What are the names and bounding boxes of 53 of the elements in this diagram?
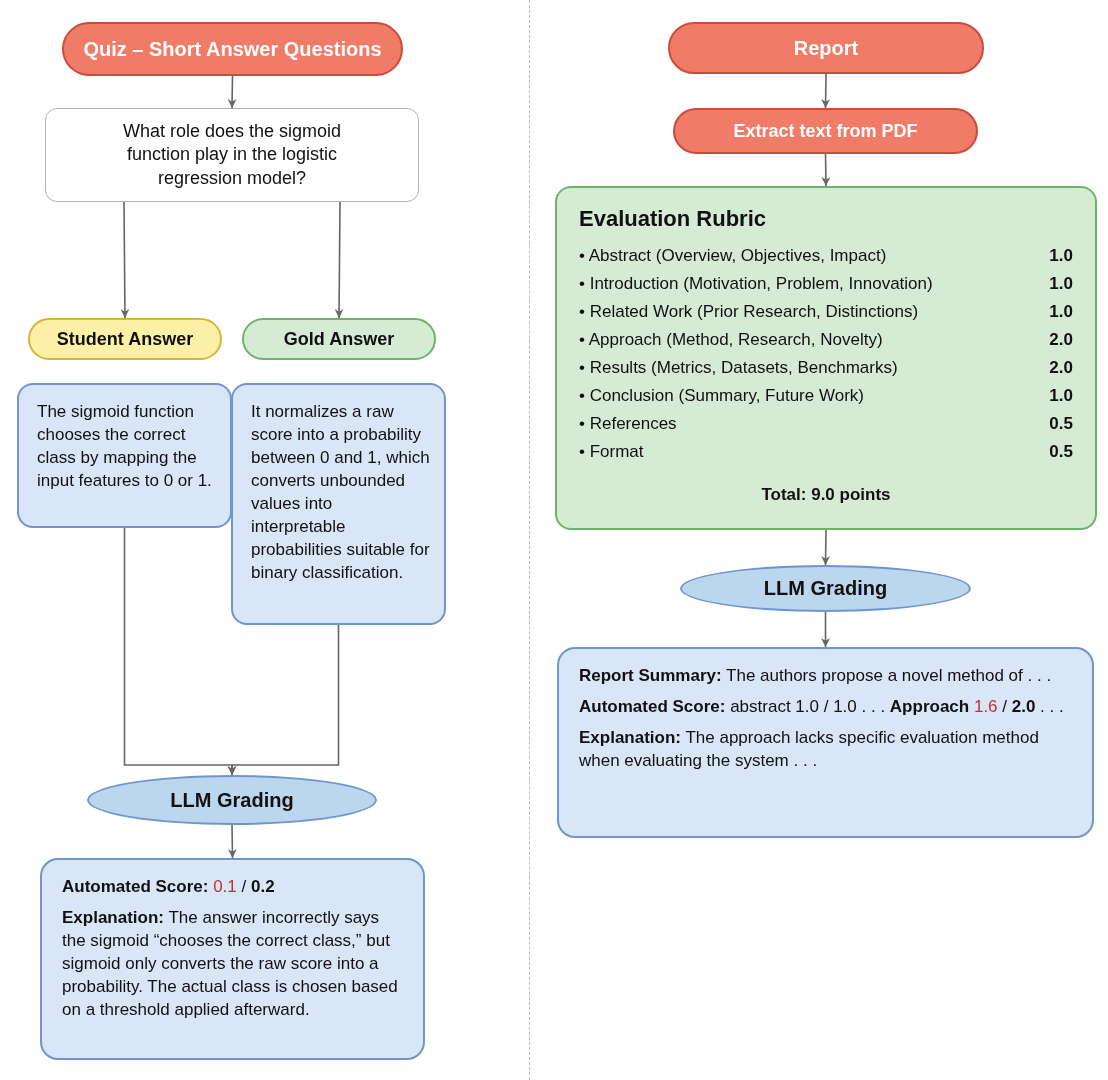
- node-label: What role does the sigmoid function play in the logistic regression model?: [121, 119, 343, 190]
- arrow: [227, 824, 237, 859]
- label-pill: [242, 318, 436, 360]
- result-box: [557, 647, 1094, 838]
- paragraph: Explanation: The answer incorrectly says the sigmoid “chooses the correct class,” but sigmoid only converts the raw score into a probability. The actual class is chosen based on a threshold applied afterward.: [62, 906, 399, 1021]
- node-label: LLM Grading: [170, 788, 294, 812]
- arrow: [334, 201, 344, 319]
- result-box: [40, 858, 425, 1060]
- rubric-item: • Abstract (Overview, Objectives, Impact): [579, 245, 888, 267]
- rubric-box: [555, 186, 1097, 530]
- paragraph: Automated Score: abstract 1.0 / 1.0 . . . Approach 1.6 / 2.0 . . .: [579, 695, 1065, 718]
- paragraph: Automated Score: 0.1 / 0.2: [62, 876, 276, 898]
- rubric-score: 0.5: [1049, 441, 1073, 463]
- arrow: [821, 73, 831, 109]
- terminal-node: [62, 22, 403, 76]
- arrow: [227, 624, 340, 776]
- node-label: Student Answer: [56, 328, 194, 350]
- paragraph: It normalizes a raw score into a probability between 0 and 1, which converts unbounded values into interpretable probabilities suitable for binary classification.: [251, 401, 430, 584]
- node-label: LLM Grading: [763, 577, 888, 600]
- paragraph: The sigmoid function chooses the correct class by mapping the input features to 0 or 1.: [37, 401, 213, 492]
- rubric-score: 1.0: [1049, 245, 1073, 267]
- rubric-item: • Conclusion (Summary, Future Work): [579, 385, 865, 407]
- rubric-item: • Introduction (Motivation, Problem, Innovation): [579, 273, 934, 295]
- rubric-score: 1.0: [1049, 385, 1073, 407]
- rubric-score: 0.5: [1049, 413, 1073, 435]
- rubric-item: • Related Work (Prior Research, Distinctions): [579, 301, 920, 323]
- arrow: [227, 75, 237, 109]
- label-pill: [28, 318, 222, 360]
- node-label: Gold Answer: [283, 328, 395, 350]
- rubric-item: • References: [579, 413, 678, 435]
- node-label: Quiz – Short Answer Questions: [83, 37, 382, 61]
- arrow: [821, 153, 831, 187]
- rubric-score: 2.0: [1049, 357, 1073, 379]
- node-label: Extract text from PDF: [733, 120, 918, 142]
- paragraph: Report Summary: The authors propose a novel method of . . .: [579, 665, 1053, 687]
- paragraph: Explanation: The approach lacks specific evaluation method when evaluating the system . . .: [579, 726, 1040, 772]
- process-box: [673, 108, 978, 154]
- question-box: [45, 108, 419, 202]
- arrow: [821, 611, 830, 648]
- total-line: Total: 9.0 points: [760, 485, 892, 505]
- answer-box: [231, 383, 446, 625]
- node-label: Report: [793, 36, 859, 60]
- arrow: [120, 201, 130, 319]
- heading: Evaluation Rubric: [579, 206, 768, 232]
- arrow: [821, 529, 831, 566]
- rubric-score: 2.0: [1049, 329, 1073, 351]
- rubric-item: • Results (Metrics, Datasets, Benchmarks): [579, 357, 899, 379]
- rubric-item: • Format: [579, 441, 645, 463]
- answer-box: [17, 383, 232, 528]
- terminal-node: [668, 22, 984, 74]
- rubric-item: • Approach (Method, Research, Novelty): [579, 329, 884, 351]
- rubric-score: 1.0: [1049, 301, 1073, 323]
- rubric-score: 1.0: [1049, 273, 1073, 295]
